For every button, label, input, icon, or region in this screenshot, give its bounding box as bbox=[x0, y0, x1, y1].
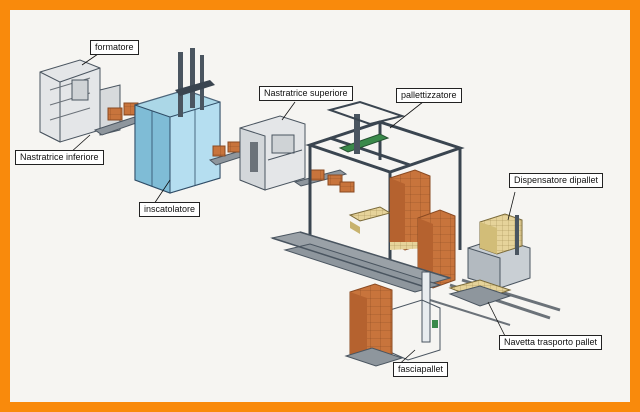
label-navetta: Navetta trasporto pallet bbox=[499, 335, 603, 350]
fasciapallet-machine bbox=[344, 271, 441, 367]
label-formatore: formatore bbox=[90, 40, 139, 55]
diagram-canvas: formatore Nastratrice inferiore inscatol… bbox=[10, 10, 630, 402]
packaging-line-illustration bbox=[39, 48, 561, 369]
nastratrice-superiore-machine bbox=[239, 115, 306, 191]
label-dispensatore: Dispensatore dipallet bbox=[509, 173, 604, 188]
label-pallettizzatore: pallettizzatore bbox=[396, 88, 462, 103]
label-nastratrice-superiore: Nastratrice superiore bbox=[259, 86, 353, 101]
navetta-shuttle bbox=[448, 279, 512, 307]
formatore-machine bbox=[39, 59, 121, 143]
conveyor-3 bbox=[293, 169, 355, 193]
label-fasciapallet: fasciapallet bbox=[393, 362, 449, 377]
label-nastratrice-inferiore: Nastratrice inferiore bbox=[15, 150, 104, 165]
label-inscatolatore: inscatolatore bbox=[139, 202, 201, 217]
box-stack-2 bbox=[417, 209, 456, 289]
pallet-stack-1 bbox=[348, 206, 392, 234]
inscatolatore-machine bbox=[134, 48, 221, 194]
dispensatore-machine bbox=[467, 213, 531, 289]
